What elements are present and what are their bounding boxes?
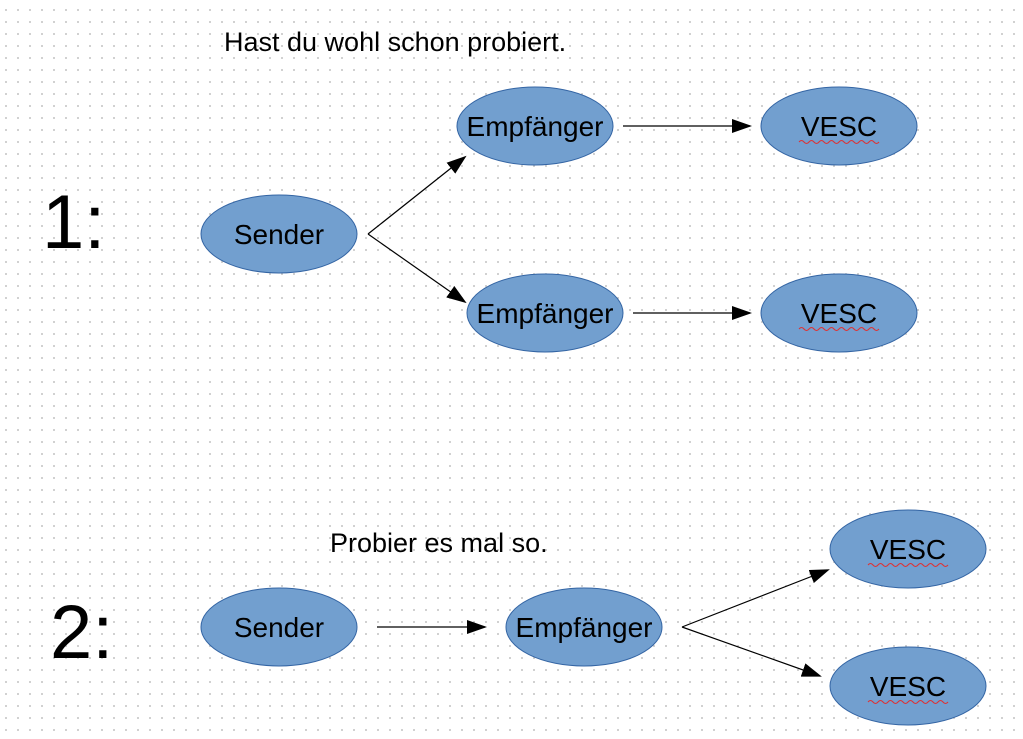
node-shape (466, 273, 624, 353)
node-label: Empfänger (467, 111, 604, 142)
node-label: Sender (234, 219, 324, 250)
spellcheck-underline (798, 140, 880, 144)
node-label: VESC (801, 111, 877, 142)
node-label: Empfänger (477, 298, 614, 329)
section-2-edges (377, 569, 830, 677)
node-receiver-bottom-1[interactable]: Empfänger (466, 273, 624, 353)
node-sender-1[interactable]: Sender (200, 194, 358, 274)
node-label: Empfänger (516, 612, 653, 643)
node-shape (760, 86, 918, 166)
node-shape (505, 587, 663, 667)
node-receiver-2[interactable]: Empfänger (505, 587, 663, 667)
node-vesc-bottom-1[interactable]: VESC (760, 273, 918, 353)
spellcheck-underline (798, 327, 880, 331)
node-shape (760, 273, 918, 353)
node-shape (200, 587, 358, 667)
node-vesc-top-1[interactable]: VESC (760, 86, 918, 166)
section-1-number: 1: (42, 180, 105, 265)
node-label: VESC (870, 671, 946, 702)
section-1-caption: Hast du wohl schon probiert. (224, 27, 566, 57)
node-shape (200, 194, 358, 274)
node-vesc-bottom-2[interactable]: VESC (829, 646, 987, 726)
section-2-caption: Probier es mal so. (330, 528, 548, 558)
edge-sender-to-receiver-bottom (367, 233, 467, 304)
edge-sender-to-receiver-top (367, 155, 467, 235)
node-vesc-top-2[interactable]: VESC (829, 509, 987, 589)
spellcheck-underline (867, 700, 949, 704)
node-label: VESC (801, 298, 877, 329)
node-receiver-top-1[interactable]: Empfänger (456, 86, 614, 166)
node-shape (829, 646, 987, 726)
spellcheck-underline (867, 563, 949, 567)
node-shape (456, 86, 614, 166)
edge-receiver-to-vesc-top (681, 569, 830, 628)
edge-receiver-to-vesc-bottom (681, 626, 822, 677)
node-label: VESC (870, 534, 946, 565)
node-label: Sender (234, 612, 324, 643)
node-sender-2[interactable]: Sender (200, 587, 358, 667)
section-2-number: 2: (50, 590, 113, 675)
node-shape (829, 509, 987, 589)
section-1-edges (367, 119, 752, 320)
